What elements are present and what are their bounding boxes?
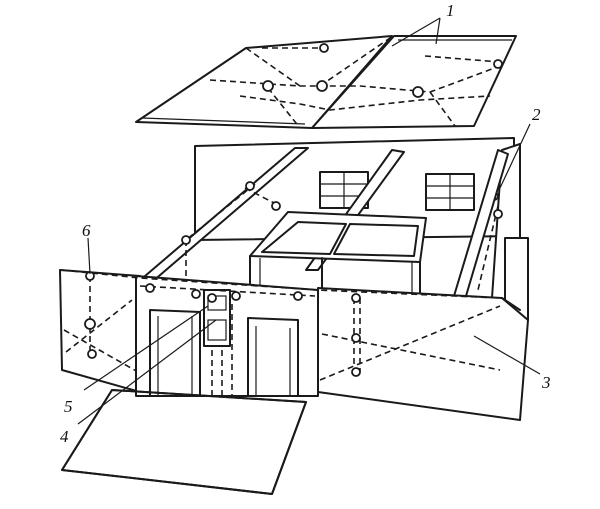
roof-panels — [135, 35, 517, 129]
callout-4: 4 — [60, 427, 69, 446]
callout-2: 2 — [532, 105, 541, 124]
callout-6: 6 — [82, 221, 91, 240]
window-right — [425, 173, 475, 211]
door-opening-right — [247, 317, 299, 397]
back-wall — [194, 137, 515, 241]
callout-5: 5 — [64, 397, 73, 416]
leader-lines — [77, 17, 541, 425]
central-unit — [249, 211, 427, 301]
floor-grid — [61, 389, 307, 495]
front-wall-right — [317, 287, 529, 421]
front-wall-left — [59, 269, 141, 393]
callout-1: 1 — [446, 1, 455, 20]
callout-3: 3 — [541, 373, 551, 392]
